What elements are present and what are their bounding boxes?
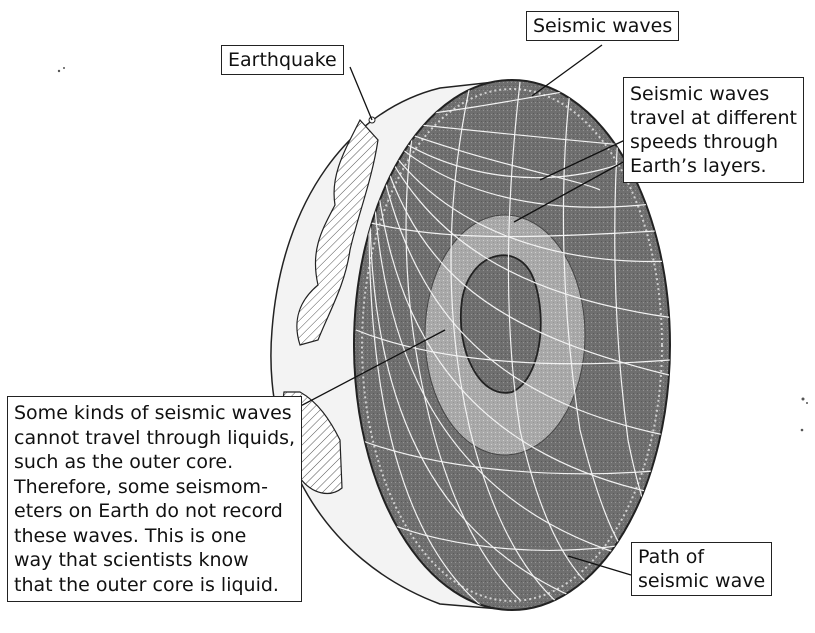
seismic-waves-label: Seismic waves bbox=[526, 11, 679, 41]
wave-speed-line: Seismic waves bbox=[630, 82, 797, 106]
wave-path-line: seismic wave bbox=[638, 569, 765, 593]
liquid-core-line: these waves. This is one bbox=[14, 524, 295, 549]
liquid-core-line: way that scientists know bbox=[14, 548, 295, 573]
liquid-core-line: Some kinds of seismic waves bbox=[14, 401, 295, 426]
seismic-waves-label-text: Seismic waves bbox=[533, 14, 672, 38]
liquid-core-line: such as the outer core. bbox=[14, 450, 295, 475]
wave-speed-line: speeds through bbox=[630, 130, 797, 154]
wave-speed-line: travel at different bbox=[630, 106, 797, 130]
liquid-core-line: cannot travel through liquids, bbox=[14, 426, 295, 451]
wave-path-line: Path of bbox=[638, 545, 765, 569]
liquid-core-line: eters on Earth do not record bbox=[14, 499, 295, 524]
liquid-core-callout: Some kinds of seismic waves cannot trave… bbox=[7, 396, 302, 602]
wave-speed-callout: Seismic waves travel at different speeds… bbox=[623, 77, 804, 183]
liquid-core-line: that the outer core is liquid. bbox=[14, 573, 295, 598]
earthquake-label: Earthquake bbox=[221, 45, 344, 75]
earthquake-label-text: Earthquake bbox=[228, 48, 337, 72]
liquid-core-line: Therefore, some seismom- bbox=[14, 475, 295, 500]
wave-speed-line: Earth’s layers. bbox=[630, 154, 797, 178]
wave-path-label: Path of seismic wave bbox=[631, 542, 772, 596]
